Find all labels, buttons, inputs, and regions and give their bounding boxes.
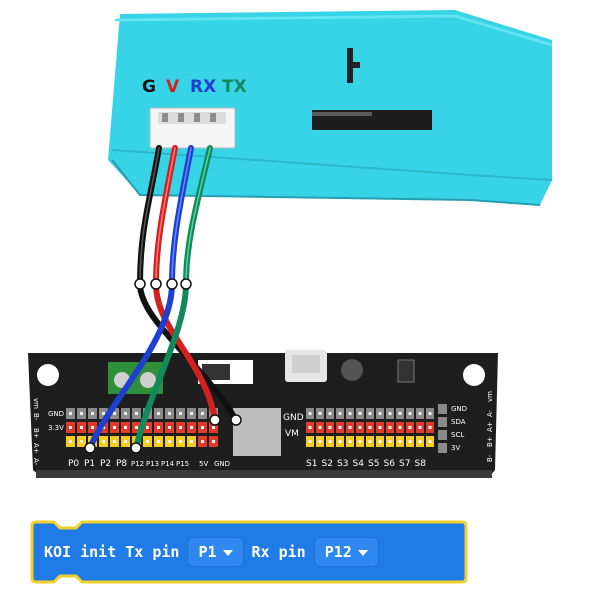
gnd-label: GND xyxy=(283,413,304,423)
pin-label: P1 xyxy=(84,459,95,469)
koi-device: G V RX TX xyxy=(108,10,553,206)
row-label: GND xyxy=(48,410,64,418)
pin-label: P15 xyxy=(176,460,189,468)
koi-init-block[interactable]: KOI init Tx pin P1 Rx pin P12 xyxy=(30,520,468,584)
servo-label: S6 xyxy=(384,459,396,469)
row-label: GND xyxy=(451,405,467,413)
i2c-pin xyxy=(438,417,447,427)
left-side-labels: vmB- B+ A+ A- xyxy=(32,398,40,466)
wire-label-g: G xyxy=(142,77,156,97)
i2c-pin xyxy=(438,404,447,414)
servo-label: S4 xyxy=(353,459,365,469)
pin-label: P13 xyxy=(146,460,159,468)
pin-label: P2 xyxy=(100,459,111,469)
side-label: B+ xyxy=(486,436,494,447)
block-label-init: KOI init Tx pin xyxy=(44,543,180,561)
side-label: A- xyxy=(32,458,40,466)
left-row-labels: GND 3.3V xyxy=(48,410,64,432)
right-pin-header xyxy=(306,404,447,453)
wire-label-rx: RX xyxy=(190,77,216,97)
side-label: A+ xyxy=(486,421,494,432)
servo-label: S2 xyxy=(322,459,333,469)
tx-pin-value: P1 xyxy=(198,543,217,561)
wire-label-v: V xyxy=(166,77,180,97)
vm-label: VM xyxy=(285,429,299,439)
wire-label-tx: TX xyxy=(222,77,247,97)
rx-pin-value: P12 xyxy=(324,543,352,561)
row-label: SDA xyxy=(451,418,466,426)
row-label: 3.3V xyxy=(48,424,64,432)
side-label: A- xyxy=(486,409,494,417)
wiring-diagram: G V RX TX vmB- B+ A+ A- B- B+ A+ A-vm GND 3.3V … xyxy=(28,10,553,478)
pin-label: P0 xyxy=(68,459,79,469)
chip xyxy=(233,408,281,456)
i2c-pin xyxy=(438,430,447,440)
pin-label: P8 xyxy=(116,459,127,469)
rx-pin-dropdown[interactable]: P12 xyxy=(313,537,379,567)
tx-pin-dropdown[interactable]: P1 xyxy=(187,537,244,567)
right-row-labels: GND SDA SCL 3V xyxy=(451,405,467,452)
servo-label: S8 xyxy=(415,459,427,469)
servo-label: S5 xyxy=(368,459,379,469)
pin-label: P12 xyxy=(131,460,144,468)
servo-label: S3 xyxy=(337,459,348,469)
chevron-down-icon xyxy=(222,550,233,556)
expansion-board: vmB- B+ A+ A- B- B+ A+ A-vm GND 3.3V GND SDA SCL 3… xyxy=(28,350,498,478)
block-label-rx: Rx pin xyxy=(251,543,306,561)
wire-nodes xyxy=(84,278,242,454)
mount-hole xyxy=(463,364,485,386)
side-label: vm xyxy=(486,391,494,402)
servo-label: S7 xyxy=(399,459,410,469)
i2c-pin xyxy=(438,443,447,453)
chevron-down-icon xyxy=(357,550,368,556)
side-label: B- xyxy=(486,454,494,462)
pin-label: GND xyxy=(214,460,230,468)
pin-label: P14 xyxy=(161,460,175,468)
side-label: A+ xyxy=(32,443,40,454)
row-label: 3V xyxy=(451,444,460,452)
row-label: SCL xyxy=(451,431,464,439)
pin-label: 5V xyxy=(199,460,208,468)
mount-hole xyxy=(37,364,59,386)
right-side-labels: B- B+ A+ A-vm xyxy=(486,391,494,462)
side-label: vm xyxy=(32,398,40,409)
side-label: B+ xyxy=(32,428,40,439)
servo-label: S1 xyxy=(306,459,317,469)
side-label: B- xyxy=(32,413,40,421)
